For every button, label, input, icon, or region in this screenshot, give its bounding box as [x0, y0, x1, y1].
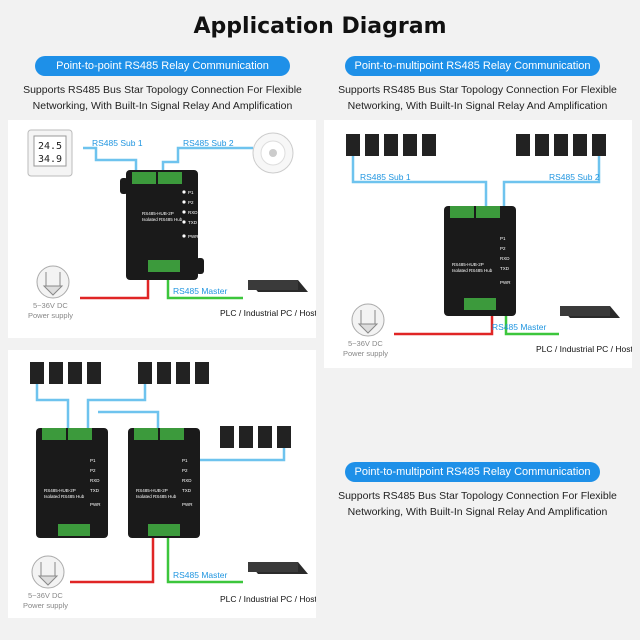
rs485-hub-1: RS485-HUB-2P Isolated RS485 Hub P1 P2 RX…	[36, 428, 108, 538]
label-rs485-sub1: RS485 Sub 1	[92, 138, 143, 148]
hub-subtitle: Isolated RS485 Hub	[44, 494, 85, 499]
host-label: PLC / Industrial PC / Host	[220, 594, 316, 604]
hub-subtitle: Isolated RS485 Hub	[142, 217, 183, 222]
led-p1: P1	[188, 190, 194, 195]
power-label: Power supply	[28, 311, 73, 320]
industrial-pc-icon	[248, 280, 308, 292]
led-p2: P2	[188, 200, 194, 205]
hub-subtitle: Isolated RS485 Hub	[452, 268, 493, 273]
power-label: Power supply	[343, 349, 388, 358]
led-txd: TXD	[90, 488, 100, 493]
power-voltage: 5~36V DC	[348, 339, 383, 348]
power-voltage: 5~36V DC	[28, 591, 63, 600]
led-p2: P2	[90, 468, 96, 473]
industrial-pc-icon	[560, 306, 620, 318]
rs485-hub-2: RS485-HUB-2P Isolated RS485 Hub P1 P2 RX…	[128, 428, 200, 538]
desc-line-1: Supports RS485 Bus Star Topology Connect…	[338, 490, 617, 502]
section-pill-p2mp-bottom: Point-to-multipoint RS485 Relay Communic…	[345, 462, 600, 482]
label-rs485-sub2: RS485 Sub 2	[183, 138, 234, 148]
led-pwr: PWR	[188, 234, 199, 239]
section-desc-p2mp-top: Supports RS485 Bus Star Topology Connect…	[325, 82, 630, 114]
rs485-hub: RS485-HUB-2P Isolated RS485 Hub P1 P2 RX…	[444, 206, 516, 316]
sub-devices-group-2	[516, 134, 606, 156]
label-rs485-master: RS485 Master	[173, 286, 227, 296]
sub-devices-group-3	[220, 426, 291, 448]
section-pill-p2p: Point-to-point RS485 Relay Communication	[35, 56, 290, 76]
sensor-reading-1: 24.5	[38, 141, 62, 152]
led-txd: TXD	[182, 488, 192, 493]
temp-humidity-sensor-icon: 24.5 34.9	[27, 129, 73, 177]
hub-name: RS485-HUB-2P	[44, 488, 76, 493]
power-plug-icon	[31, 555, 65, 589]
led-rxd: RXD	[182, 478, 192, 483]
power-label: Power supply	[23, 601, 68, 610]
desc-line-2: Networking, With Built-In Signal Relay A…	[347, 100, 608, 112]
panel-point-to-multipoint-bottom: RS485 Master RS485-HUB-2P Isolated RS485…	[8, 350, 316, 618]
smoke-detector-icon	[252, 132, 294, 174]
led-rxd: RXD	[90, 478, 100, 483]
desc-line-1: Supports RS485 Bus Star Topology Connect…	[338, 84, 617, 96]
label-rs485-sub1: RS485 Sub 1	[360, 172, 411, 182]
label-rs485-sub2: RS485 Sub 2	[549, 172, 600, 182]
hub-subtitle: Isolated RS485 Hub	[136, 494, 177, 499]
rs485-hub: RS485-HUB-2P Isolated RS485 Hub P1 P2 RX…	[120, 170, 204, 280]
led-pwr: PWR	[182, 502, 193, 507]
hub-name: RS485-HUB-2P	[142, 211, 174, 216]
panel-point-to-multipoint-top: RS485 Sub 1 RS485 Sub 2 RS485 Master RS4…	[324, 120, 632, 368]
host-label: PLC / Industrial PC / Host	[536, 344, 632, 354]
led-p2: P2	[182, 468, 188, 473]
led-p1: P1	[90, 458, 96, 463]
desc-line-1: Supports RS485 Bus Star Topology Connect…	[23, 84, 302, 96]
panel-point-to-point: 24.5 34.9 RS485 Sub 1 RS485 Sub 2 RS485 …	[8, 120, 316, 338]
host-label: PLC / Industrial PC / Host	[220, 308, 316, 318]
led-p2: P2	[500, 246, 506, 251]
section-desc-p2p: Supports RS485 Bus Star Topology Connect…	[10, 82, 315, 114]
label-rs485-master: RS485 Master	[173, 570, 227, 580]
section-pill-p2mp-top: Point-to-multipoint RS485 Relay Communic…	[345, 56, 600, 76]
led-pwr: PWR	[500, 280, 511, 285]
industrial-pc-icon	[248, 562, 308, 574]
power-plug-icon	[351, 303, 385, 337]
led-rxd: RXD	[188, 210, 198, 215]
power-voltage: 5~36V DC	[33, 301, 68, 310]
led-txd: TXD	[188, 220, 198, 225]
label-rs485-master: RS485 Master	[492, 322, 546, 332]
sub-devices-group-1	[30, 362, 101, 384]
led-p1: P1	[182, 458, 188, 463]
hub-name: RS485-HUB-2P	[136, 488, 168, 493]
page-title: Application Diagram	[193, 14, 447, 39]
sensor-reading-2: 34.9	[38, 154, 62, 165]
power-plug-icon	[36, 265, 70, 299]
led-p1: P1	[500, 236, 506, 241]
led-pwr: PWR	[90, 502, 101, 507]
led-txd: TXD	[500, 266, 510, 271]
desc-line-2: Networking, With Built-In Signal Relay A…	[347, 506, 608, 518]
section-desc-p2mp-bottom: Supports RS485 Bus Star Topology Connect…	[325, 488, 630, 520]
sub-devices-group-2	[138, 362, 209, 384]
led-rxd: RXD	[500, 256, 510, 261]
desc-line-2: Networking, With Built-In Signal Relay A…	[32, 100, 293, 112]
sub-devices-group-1	[346, 134, 436, 156]
hub-name: RS485-HUB-2P	[452, 262, 484, 267]
